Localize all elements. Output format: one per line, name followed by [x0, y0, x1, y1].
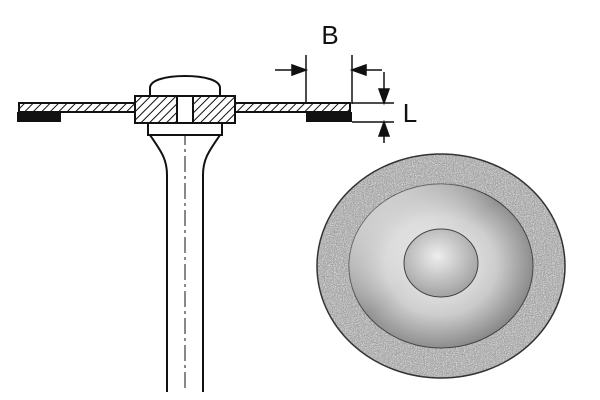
dimension-l [352, 72, 394, 143]
center-hub [403, 228, 479, 298]
dimension-b [275, 55, 382, 104]
dimension-l-label: L [403, 98, 417, 128]
mandrel-head [148, 74, 222, 97]
dimension-b-label: B [321, 20, 338, 50]
shank [149, 134, 221, 392]
disc-face-view [316, 153, 566, 379]
hub-section [134, 95, 236, 136]
disc-blade-left [17, 102, 138, 122]
disc-blade-right [232, 102, 352, 122]
section-view: B L [17, 20, 417, 392]
